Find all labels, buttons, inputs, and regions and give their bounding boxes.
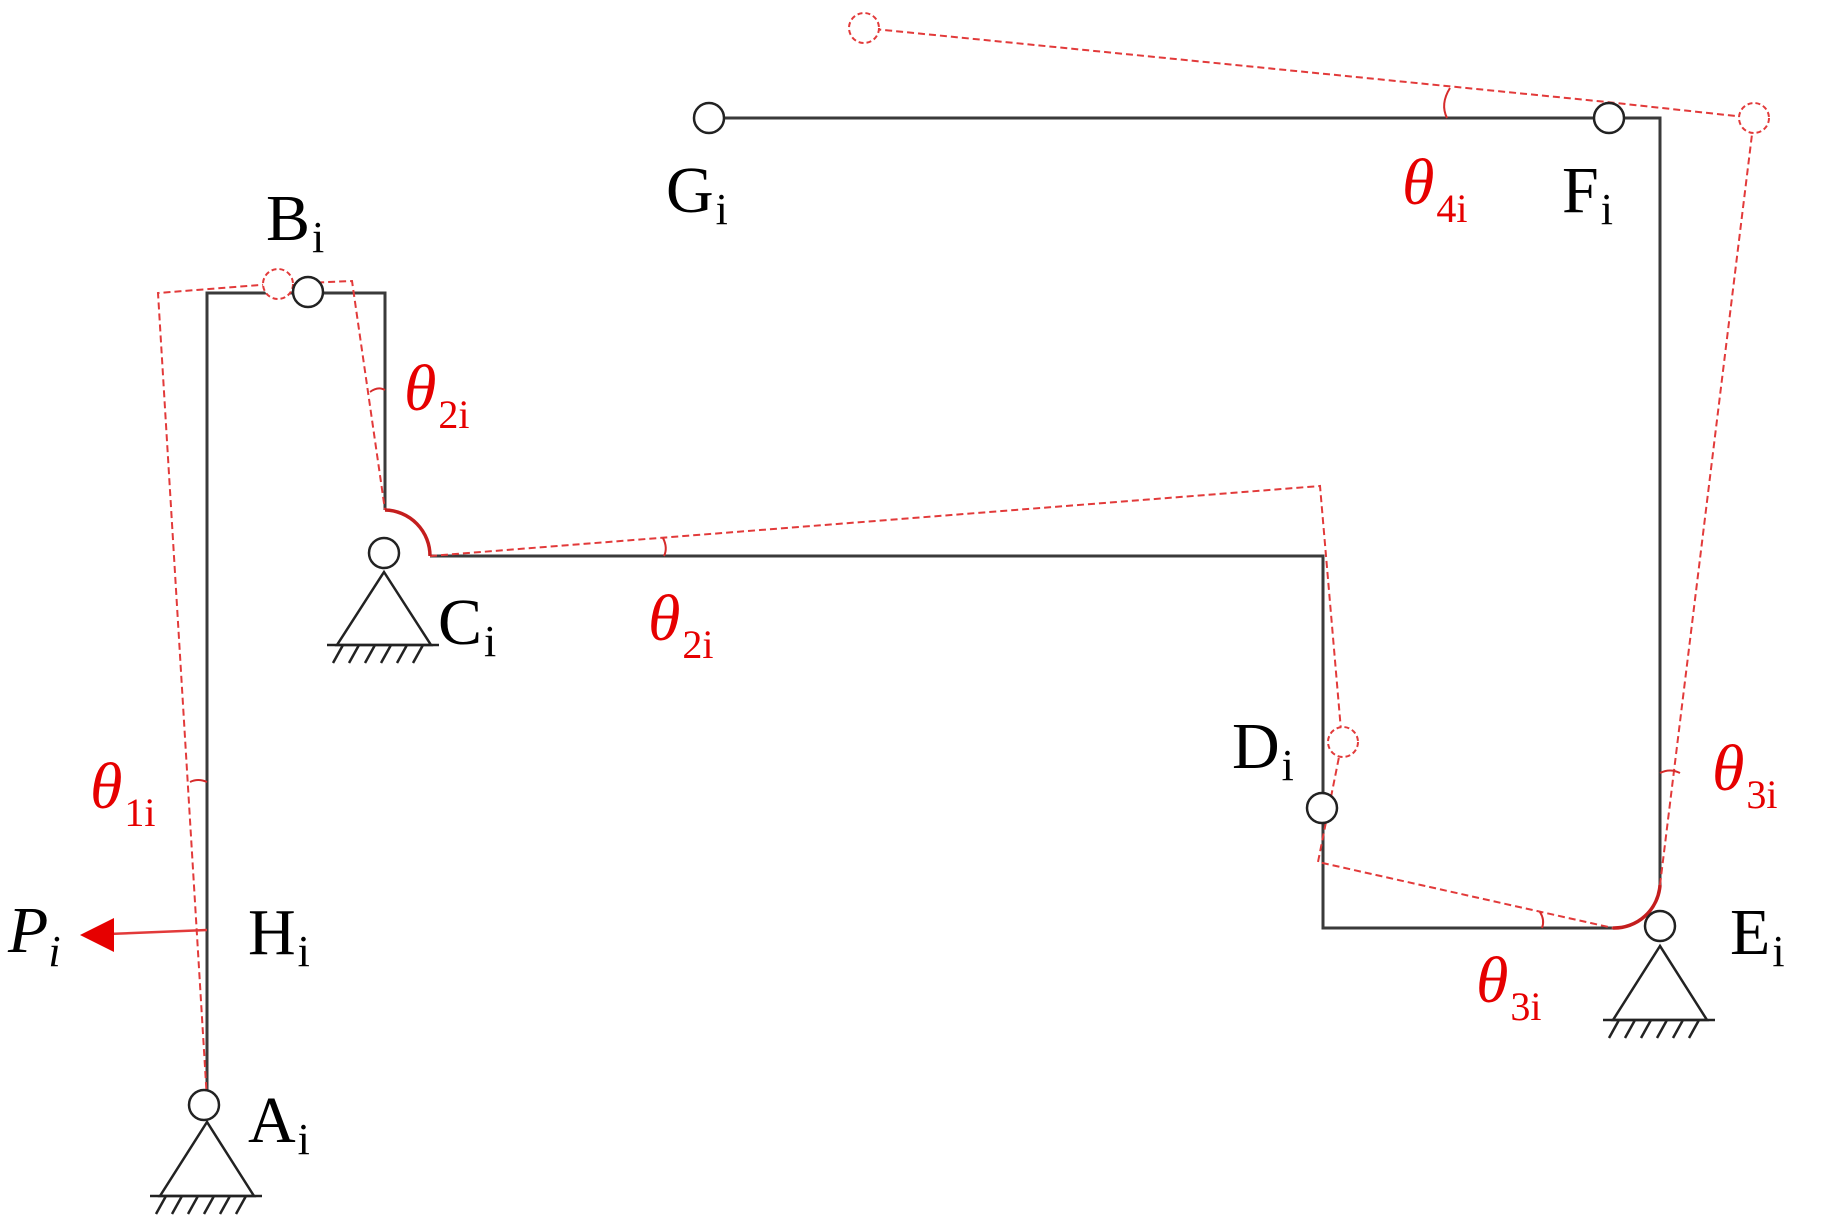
support-c [327,569,439,664]
arc-theta2-mid [662,537,667,557]
deformed-linkage [156,27,1756,1101]
label-f: Fi [1562,154,1613,234]
deformed-link-a-b [156,279,386,1101]
original-linkage [205,116,1662,1100]
label-theta3-bottom: θ3i [1476,944,1542,1029]
deformed-joint-b [262,268,294,300]
link-a-b [205,291,387,1100]
joint-c [367,536,401,570]
link-c-d [430,554,1613,930]
support-a [150,1119,262,1215]
link-e-f-g [710,116,1662,885]
joints [187,12,1770,1122]
angle-labels: θ1i θ2i θ2i θ3i θ3i θ4i [90,146,1778,1029]
deformed-joint-g [848,12,880,44]
label-h: Hi [248,896,310,976]
label-e: Ei [1730,896,1785,976]
label-a: Ai [248,1084,310,1164]
label-theta2-mid: θ2i [648,582,714,667]
joint-g [692,101,726,135]
corner-arc-c [384,508,432,557]
label-theta1: θ1i [90,750,156,835]
joint-d [1305,791,1339,825]
joint-b [291,275,325,309]
deformed-link-e-f-g [863,27,1756,886]
joint-a [187,1088,221,1122]
label-theta2-top: θ2i [404,352,470,437]
arc-theta2-top [369,387,386,393]
arc-theta3-right [1659,769,1681,774]
arc-theta4 [1443,87,1451,119]
label-theta3-right: θ3i [1712,732,1778,817]
support-e [1603,943,1715,1039]
angle-arcs [189,87,1681,930]
deformed-joint-d [1327,726,1359,758]
point-labels: Ai Bi Ci Di Ei Fi Gi Hi [248,154,1785,1164]
force-arrow [80,918,208,952]
arc-theta3-bottom [1539,911,1545,929]
label-d: Di [1232,710,1294,790]
joint-f [1592,101,1626,135]
deformed-link-c-d [429,484,1614,929]
label-g: Gi [666,154,728,234]
label-force-p: Pi [7,894,61,976]
deformed-joint-f [1738,102,1770,134]
label-c: Ci [438,586,496,666]
joint-e [1643,909,1677,943]
label-theta4: θ4i [1402,146,1468,231]
corner-arc-e [1612,884,1662,930]
arc-theta1 [189,779,208,783]
label-b: Bi [266,182,324,262]
